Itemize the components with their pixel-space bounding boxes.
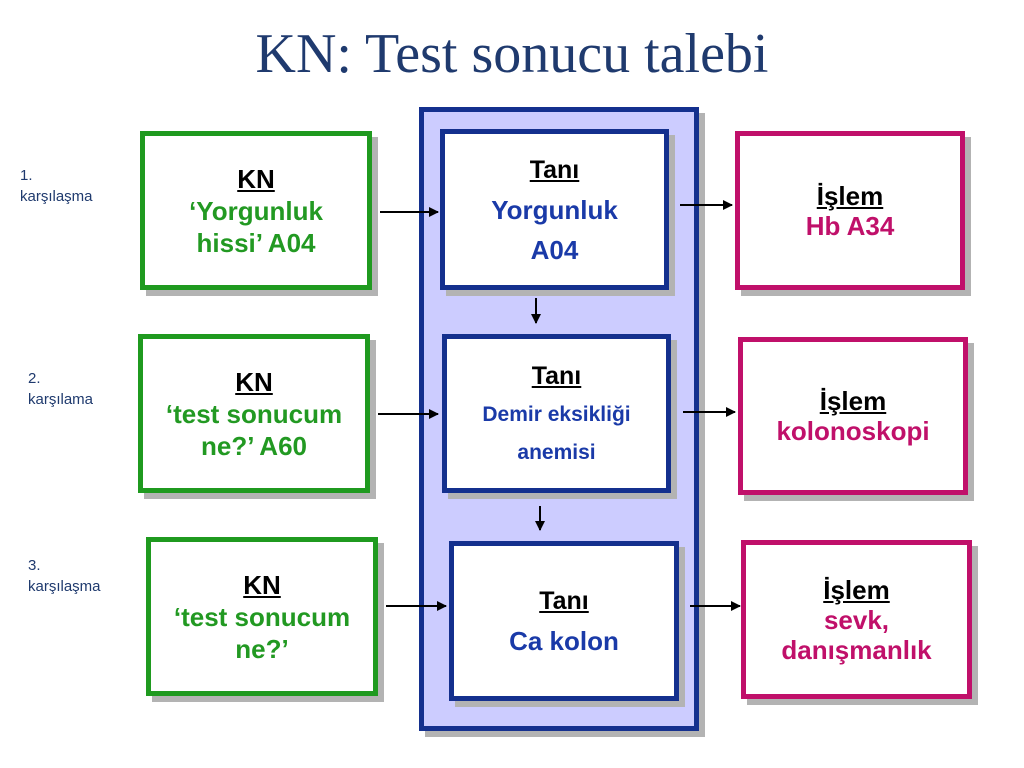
row-label-2: 2. karşılama [28, 368, 93, 410]
islem-box-heading: İşlem [819, 386, 887, 416]
kn-box-heading: KN [243, 569, 281, 600]
kn-box-2: KN ‘test sonucum ne?’ A60 [138, 334, 370, 493]
kn-box-1: KN ‘Yorgunluk hissi’ A04 [140, 131, 372, 290]
islem-box-line: sevk, [823, 604, 890, 635]
kn-box-3: KN ‘test sonucum ne?’ [146, 537, 378, 696]
kn-box-line: ‘Yorgunluk [189, 195, 323, 226]
islem-box-2: İşlem kolonoskopi [738, 337, 968, 495]
row-label-text: karşılaşma [20, 188, 93, 205]
islem-box-3: İşlem sevk, danışmanlık [741, 540, 972, 699]
tani-box-2: Tanı Demir eksikliği anemisi [442, 334, 671, 493]
tani-box-1: Tanı Yorgunluk A04 [440, 129, 669, 290]
islem-box-heading: İşlem [816, 180, 884, 211]
tani-box-line: Ca kolon [509, 626, 619, 656]
row-label-number: 1. [20, 167, 33, 184]
tani-box-heading: Tanı [529, 155, 580, 184]
kn-box-line: ne?’ [235, 633, 289, 664]
islem-box-1: İşlem Hb A34 [735, 131, 965, 290]
islem-box-heading: İşlem [823, 574, 890, 605]
tani-box-heading: Tanı [531, 361, 582, 390]
islem-box-line: Hb A34 [805, 210, 895, 241]
tani-box-heading: Tanı [539, 587, 589, 615]
kn-box-line: ne?’ A60 [201, 430, 307, 461]
row-label-1: 1. karşılaşma [20, 165, 93, 207]
row-label-number: 2. [28, 370, 41, 387]
tani-box-line: Yorgunluk [491, 194, 618, 225]
row-label-number: 3. [28, 557, 41, 574]
tani-box-line: anemisi [517, 440, 596, 464]
islem-box-line: danışmanlık [781, 634, 932, 665]
row-label-text: karşılama [28, 391, 94, 408]
kn-box-line: ‘test sonucum [173, 601, 351, 632]
row-label-text: karşılaşma [28, 578, 101, 595]
kn-box-line: hissi’ A04 [196, 227, 316, 258]
kn-box-line: ‘test sonucum [165, 398, 343, 429]
kn-box-heading: KN [235, 366, 273, 397]
page-title: KN: Test sonucu talebi [255, 23, 769, 85]
row-label-3: 3. karşılaşma [28, 555, 101, 597]
tani-box-line: A04 [530, 234, 579, 265]
islem-box-line: kolonoskopi [776, 416, 930, 446]
tani-box-3: Tanı Ca kolon [449, 541, 679, 701]
kn-box-heading: KN [237, 163, 275, 194]
tani-box-line: Demir eksikliği [482, 402, 631, 426]
